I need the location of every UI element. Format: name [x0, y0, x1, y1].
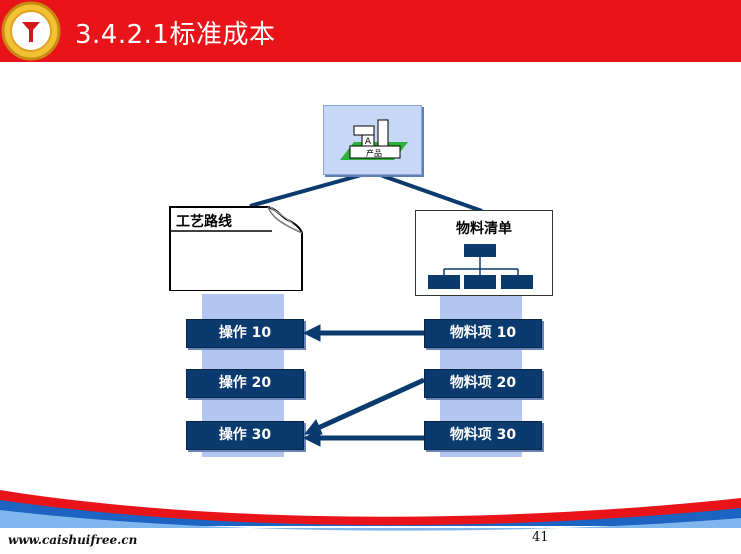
routing-document: 工艺路线: [168, 205, 303, 291]
arrow-item20-to-op30: [316, 377, 426, 431]
logo-icon: [1, 1, 61, 61]
operation-10-bar: 操作 10: [186, 319, 304, 348]
bom-item-20-bar: 物料项 20: [424, 369, 542, 398]
arrow-head-icon: [302, 429, 321, 447]
bom-item-30-bar: 物料项 30: [424, 421, 542, 450]
product-label-a: A: [365, 137, 372, 147]
title-bar: [0, 0, 741, 62]
product-to-bom-line: [371, 170, 483, 213]
page-number: 41: [532, 530, 549, 545]
operation-30-bar: 操作 30: [186, 421, 304, 450]
bom-item-10-bar: 物料项 10: [424, 319, 542, 348]
product-box: A 产品: [323, 105, 422, 175]
operation-20-bar: 操作 20: [186, 369, 304, 398]
footer-url[interactable]: www.caishuifree.cn: [8, 533, 138, 547]
bom-box: 物料清单: [415, 210, 553, 296]
document-icon: [169, 206, 303, 291]
bom-title: 物料清单: [456, 221, 512, 237]
page-title: 3.4.2.1标准成本: [75, 20, 276, 50]
factory-icon: A 产品: [340, 119, 408, 160]
product-label: 产品: [366, 148, 382, 158]
footer-wave: [0, 490, 741, 554]
product-to-routing-line: [249, 170, 373, 208]
hierarchy-icon: [428, 244, 533, 289]
arrow-head-icon: [302, 324, 321, 342]
routing-title: 工艺路线: [176, 214, 232, 230]
